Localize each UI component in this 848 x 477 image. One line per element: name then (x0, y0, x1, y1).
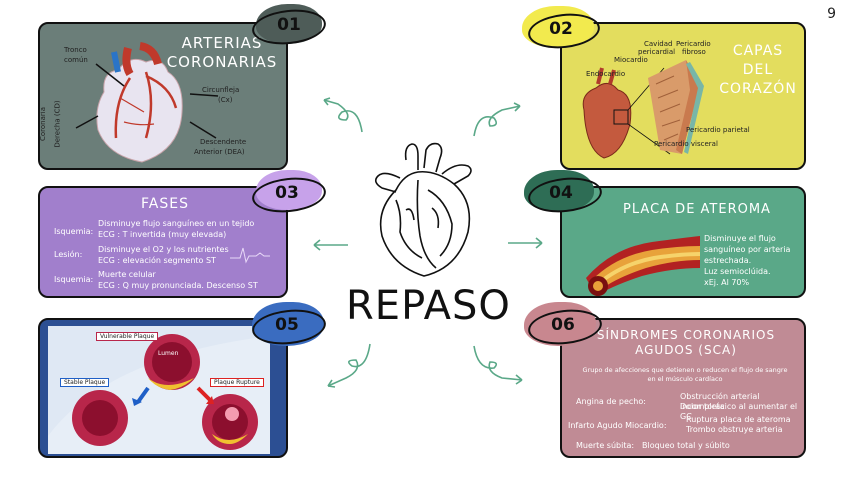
label-lumen: Lumen (158, 350, 179, 357)
card-arterias-coronarias: Tronco común Circunfleja (Cx) Descendent… (38, 22, 288, 170)
card6-title-line2: AGUDOS (SCA) (635, 343, 737, 357)
sca-row-3-line1: Bloqueo total y súbito (642, 441, 730, 450)
label-descendente: Descendente (200, 138, 247, 146)
card1-title-line2: CORONARIAS (166, 53, 278, 71)
heart-layers-illustration (582, 60, 704, 159)
badge-06-blob (524, 302, 596, 346)
label-circunfleja: Circunfleja (202, 86, 240, 94)
card3-title: FASES (141, 196, 189, 212)
arrow-to-card4-icon (508, 237, 543, 249)
card6-title-line1: SÍNDROMES CORONARIOS (596, 328, 776, 342)
badge-03: 03 (275, 183, 299, 203)
pointer-lines (75, 63, 219, 139)
label-derecha-cd: Derecha (CD) (53, 100, 62, 148)
heart-arteries-illustration (96, 42, 183, 163)
card-placa-ateroma: PLACA DE ATEROMA Disminuye el flujo sang… (560, 186, 806, 298)
card2-title-line2: DEL (742, 62, 774, 78)
sca-row-3-label: Muerte súbita: (576, 441, 635, 450)
sca-row-1-line1: Obstrucción arterial incompleta (680, 392, 760, 411)
arrow-to-card5-icon (327, 343, 371, 388)
fase-2-label: Lesión: (54, 250, 83, 259)
badge-02-blob (522, 6, 594, 48)
fase-3-line1: Muerte celular (98, 270, 156, 279)
card1-title: ARTERIAS CORONARIAS (162, 34, 282, 72)
card-plaque-rupture: Vulnerable Plaque Lumen Stable Plaque Pl… (38, 318, 288, 458)
card2-title: CAPAS DEL CORAZÓN (710, 42, 804, 99)
arrow-to-card2-icon (473, 102, 521, 137)
label-cavidad: Cavidad (644, 40, 673, 48)
badge-05-blob (252, 302, 324, 346)
sca-row-2-label: Infarto Agudo Miocardio: (568, 421, 667, 430)
center-title: REPASO (346, 283, 511, 329)
fase-3-label: Isquemia: (54, 275, 94, 284)
badge-03-blob (256, 170, 322, 210)
badge-05: 05 (275, 315, 299, 335)
heart-outline-icon (374, 142, 472, 277)
label-comun: común (64, 56, 88, 64)
arrow-to-card1-icon (323, 97, 363, 133)
label-coronaria: Coronaria (39, 106, 48, 142)
sca-row-1-label: Angina de pecho: (576, 397, 646, 406)
card-sindromes-coronarios: SÍNDROMES CORONARIOS AGUDOS (SCA) Grupo … (560, 318, 806, 458)
badge-01: 01 (277, 15, 301, 35)
label-stable-plaque: Stable Plaque (60, 378, 110, 387)
label-pericardio-fibroso-1: Pericardio (676, 40, 711, 48)
artery-plaque-illustration (586, 236, 701, 296)
card1-title-line1: ARTERIAS (181, 34, 263, 52)
ateroma-line-1: Disminuye el flujo (704, 234, 776, 243)
fase-1-line1: Disminuye flujo sanguíneo en un tejido (98, 219, 255, 228)
sca-intro-line1: Grupo de afecciones que detienen o reduc… (582, 366, 788, 374)
card2-title-line3: CORAZÓN (719, 81, 797, 97)
badge-01-blob (256, 4, 322, 44)
ecg-trace-icon (230, 247, 270, 264)
card2-title-line1: CAPAS (732, 43, 784, 59)
ateroma-line-4: Luz semioclúida. (704, 267, 771, 276)
label-pericardio-fibroso-2: fibroso (682, 48, 706, 56)
badge-06: 06 (551, 315, 575, 335)
sca-row-2-line2: Trombo obstruye arteria (686, 425, 783, 434)
sca-row-2-line1: Ruptura placa de ateroma (686, 415, 791, 424)
label-tronco: Tronco (64, 46, 87, 54)
sca-intro-line2: en el músculo cardíaco (647, 375, 723, 383)
label-cx: (Cx) (218, 96, 233, 104)
sca-row-1-line2: Dolor torácico al aumentar el GC (680, 402, 798, 421)
label-plaque-rupture: Plaque Rupture (210, 378, 264, 387)
label-endocardio: Endocardio (586, 70, 626, 78)
fase-1-label: Isquemia: (54, 227, 94, 236)
label-pericardial: pericardial (638, 48, 676, 56)
fase-3-line2: ECG : Q muy pronunciada. Descenso ST (98, 281, 258, 290)
label-anterior-dea: Anterior (DEA) (194, 148, 245, 156)
arrow-to-card3-icon (313, 239, 348, 251)
badge-02: 02 (549, 19, 573, 39)
card6-title: SÍNDROMES CORONARIOS AGUDOS (SCA) (568, 328, 804, 358)
badge-04-blob (524, 170, 594, 212)
label-miocardio: Miocardio (614, 56, 648, 64)
page-number: 9 (827, 6, 836, 22)
fase-2-line1: Disminuye el O2 y los nutrientes (98, 245, 229, 254)
arrow-to-card6-icon (473, 345, 523, 385)
card-fases: FASES Isquemia: Disminuye flujo sanguíne… (38, 186, 288, 298)
sca-intro: Grupo de afecciones que detienen o reduc… (566, 366, 804, 384)
label-pericardio-visceral: Pericardio visceral (654, 140, 718, 148)
badge-04: 04 (549, 183, 573, 203)
fase-2-line2: ECG : elevación segmento ST (98, 256, 216, 265)
card-capas-corazon: Cavidad pericardial Pericardio fibroso M… (560, 22, 806, 170)
label-pericardio-parietal: Pericardio parietal (686, 126, 750, 134)
ateroma-line-5: xEj. Al 70% (704, 278, 750, 287)
label-vulnerable-plaque: Vulnerable Plaque (96, 332, 159, 341)
ateroma-line-3: estrechada. (704, 256, 752, 265)
fase-1-line2: ECG : T invertida (muy elevada) (98, 230, 227, 239)
ateroma-line-2: sanguíneo por arteria (704, 245, 791, 254)
plaque-rupture-illustration (48, 334, 270, 454)
card4-title: PLACA DE ATEROMA (623, 202, 771, 217)
